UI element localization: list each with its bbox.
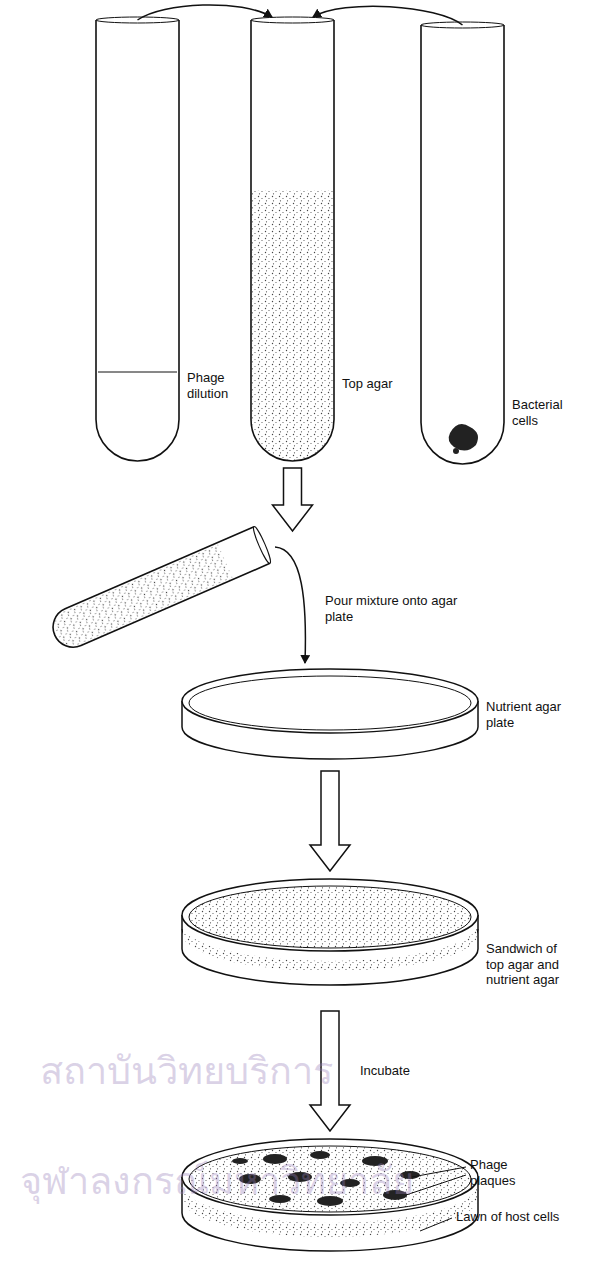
tube-drawing bbox=[40, 535, 275, 650]
petri-dish: Sandwich of top agar and nutrient agar bbox=[180, 875, 480, 1005]
part-label: Phage dilution bbox=[187, 370, 257, 401]
process-arrow bbox=[273, 468, 313, 531]
transfer-arrow bbox=[275, 547, 305, 663]
tube-drawing bbox=[95, 20, 180, 462]
watermark: จุฬาลงกรณ์มหาวิทยาลัย bbox=[20, 1150, 414, 1211]
test-tube: Phage dilution bbox=[95, 20, 180, 462]
test-tube: Pour mixture onto agar plate bbox=[40, 535, 275, 650]
tube-drawing bbox=[250, 20, 335, 462]
test-tube: Bacterial cells bbox=[420, 25, 505, 465]
test-tube: Top agar bbox=[250, 20, 335, 462]
dish-drawing bbox=[180, 665, 480, 765]
part-label: Bacterial cells bbox=[512, 397, 576, 428]
process-arrow bbox=[310, 771, 350, 871]
tube-drawing bbox=[420, 25, 505, 465]
part-label: Sandwich of top agar and nutrient agar bbox=[486, 941, 574, 988]
part-label: Top agar bbox=[342, 376, 412, 392]
watermark: สถาบันวิทยบริการ bbox=[40, 1040, 333, 1101]
step-label: Incubate bbox=[358, 1063, 412, 1079]
part-label: Nutrient agar plate bbox=[486, 699, 566, 730]
part-label: Pour mixture onto agar plate bbox=[325, 593, 465, 624]
part-label: Lawn of host cells bbox=[456, 1209, 574, 1225]
petri-dish: Nutrient agar plate bbox=[180, 665, 480, 765]
part-label: Phage plaques bbox=[470, 1157, 540, 1188]
dish-drawing bbox=[180, 875, 480, 1005]
